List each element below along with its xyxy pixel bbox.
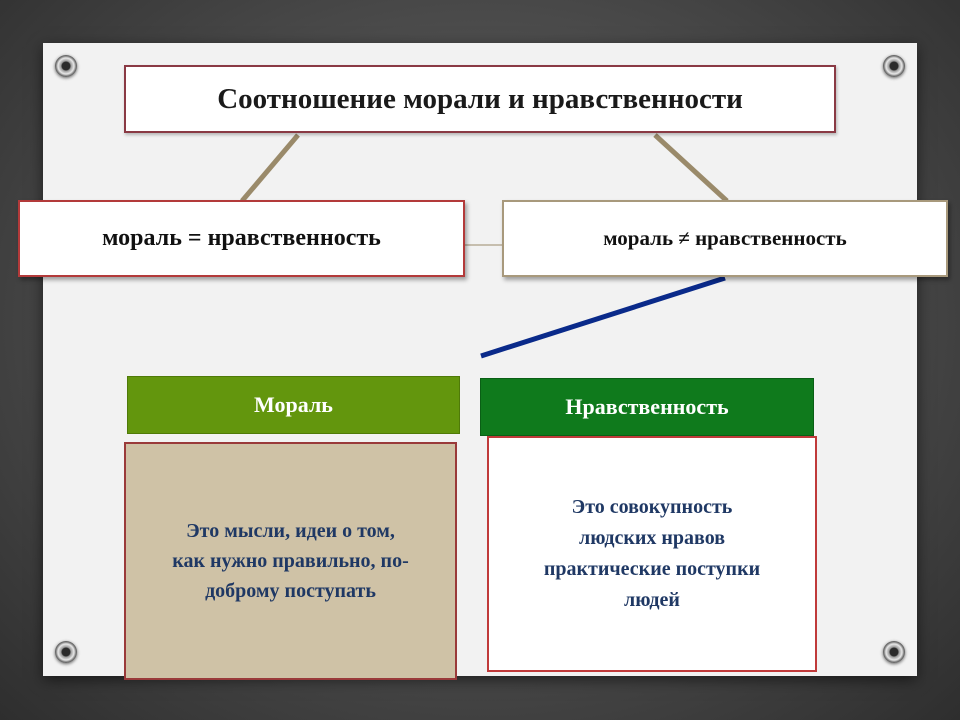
nravstvennost-definition-text: Это совокупность людских нравов практиче… [543, 496, 761, 611]
not-equal-box-text: мораль ≠ нравственность [603, 226, 847, 250]
rivet-bottom-left-icon [55, 641, 77, 663]
rivet-top-left-icon [55, 55, 77, 77]
nravstvennost-header-text: Нравственность [565, 394, 729, 419]
diagram-title: Соотношение морали и нравственности [124, 65, 836, 133]
connector-blue [480, 275, 726, 359]
not-equal-box: мораль ≠ нравственность [502, 200, 948, 277]
nravstvennost-header: Нравственность [480, 378, 814, 436]
nravstvennost-definition: Это совокупность людских нравов практиче… [487, 436, 817, 672]
moral-definition-text: Это мысли, идеи о том, как нужно правиль… [172, 520, 409, 602]
title-text: Соотношение морали и нравственности [217, 82, 743, 115]
rivet-top-right-icon [883, 55, 905, 77]
equal-box: мораль = нравственность [18, 200, 465, 277]
moral-header-text: Мораль [254, 392, 333, 417]
rivet-bottom-right-icon [883, 641, 905, 663]
equal-box-text: мораль = нравственность [102, 225, 381, 251]
connector-right [653, 133, 729, 203]
moral-definition: Это мысли, идеи о том, как нужно правиль… [124, 442, 457, 680]
moral-header: Мораль [127, 376, 460, 434]
connector-left [240, 133, 300, 203]
